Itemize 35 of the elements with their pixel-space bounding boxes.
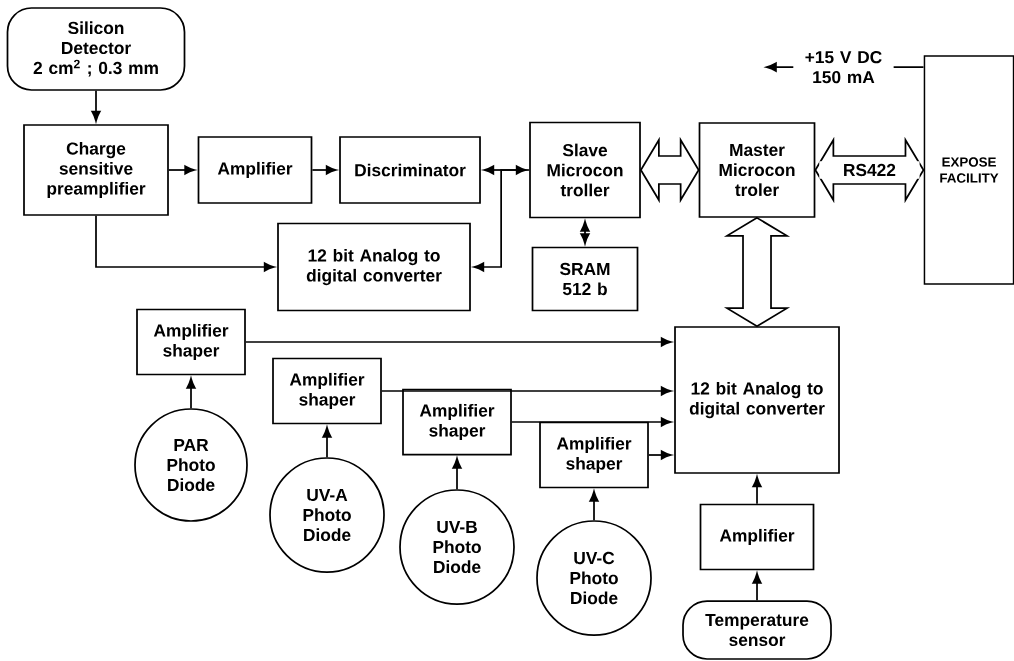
arrow xyxy=(95,215,275,272)
process-box: Charge sensitive preamplifier xyxy=(23,124,169,216)
rounded-box: Temperature sensor xyxy=(682,600,832,660)
arrow xyxy=(322,426,332,458)
edge-label: RS422 xyxy=(819,161,920,179)
arrow xyxy=(452,457,462,490)
arrow xyxy=(245,337,672,347)
process-box: Amplifier shaper xyxy=(539,421,649,489)
arrow xyxy=(589,490,599,521)
process-box: 12 bit Analog to digital converter xyxy=(674,326,840,474)
process-box: Discriminator xyxy=(339,136,481,204)
arrow xyxy=(311,165,337,175)
arrow xyxy=(648,450,672,460)
arrow xyxy=(752,476,762,505)
arrow xyxy=(752,572,762,601)
arrow xyxy=(483,165,527,175)
process-box: Slave Microcon troller xyxy=(529,121,641,219)
facility-box: EXPOSE FACILITY xyxy=(923,55,1014,285)
process-box: Amplifier xyxy=(197,136,313,204)
process-box: Amplifier shaper xyxy=(402,388,512,456)
process-box: SRAM 512 b xyxy=(531,246,639,312)
arrow xyxy=(511,417,672,427)
process-box: Amplifier shaper xyxy=(136,308,246,376)
process-box: Master Microcon troler xyxy=(698,122,816,218)
process-box: 12 bit Analog to digital converter xyxy=(277,222,471,312)
arrow xyxy=(381,386,672,396)
process-box: Amplifier xyxy=(699,503,815,571)
arrow xyxy=(168,165,196,175)
edge-label: +15 V DC 150 mA xyxy=(793,48,894,86)
rounded-box: Silicon Detector 2 cm$^{2}$ ; 0.3 mm xyxy=(6,7,186,91)
arrow xyxy=(580,220,590,245)
arrow xyxy=(91,90,101,122)
process-box: Amplifier shaper xyxy=(272,357,382,425)
arrow xyxy=(473,169,530,272)
arrow xyxy=(186,377,196,409)
